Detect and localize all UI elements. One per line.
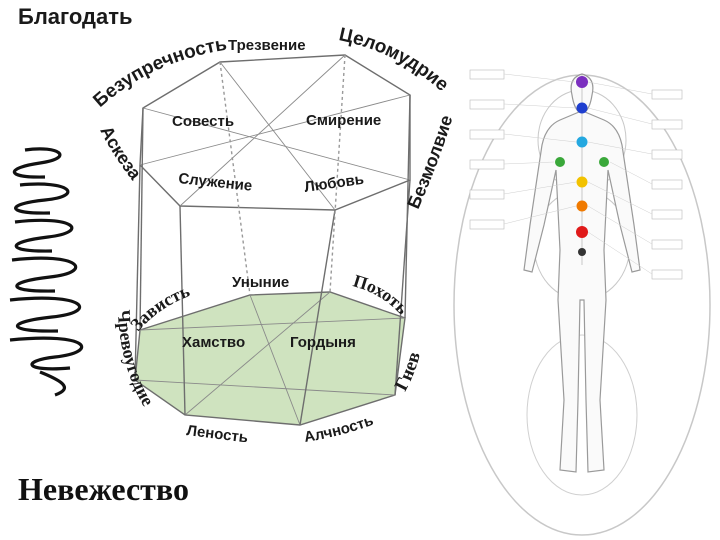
label-sovest: Совесть: [172, 113, 234, 130]
title: Благодать: [18, 4, 133, 29]
bottom-face: [134, 291, 406, 426]
bottom-title: Невежество: [18, 471, 189, 507]
label-lenost: Леность: [186, 422, 249, 446]
bottom-face-spokes: [134, 291, 406, 426]
label-unynie: Уныние: [232, 274, 289, 291]
spiral-spring-icon: [9, 147, 84, 397]
top-face-spokes: [139, 54, 411, 211]
label-trezvenie: Трезвение: [228, 37, 306, 54]
label-askeza: Аскеза: [96, 122, 146, 184]
label-gordynya: Гордыня: [290, 334, 356, 351]
human-figure-chakra-icon: [453, 69, 711, 536]
label-bezmolvie: Безмолвие: [403, 113, 456, 212]
label-hamstvo: Хамство: [182, 334, 245, 351]
prism-edges: [134, 54, 411, 426]
label-smirenie: Смирение: [306, 112, 381, 129]
